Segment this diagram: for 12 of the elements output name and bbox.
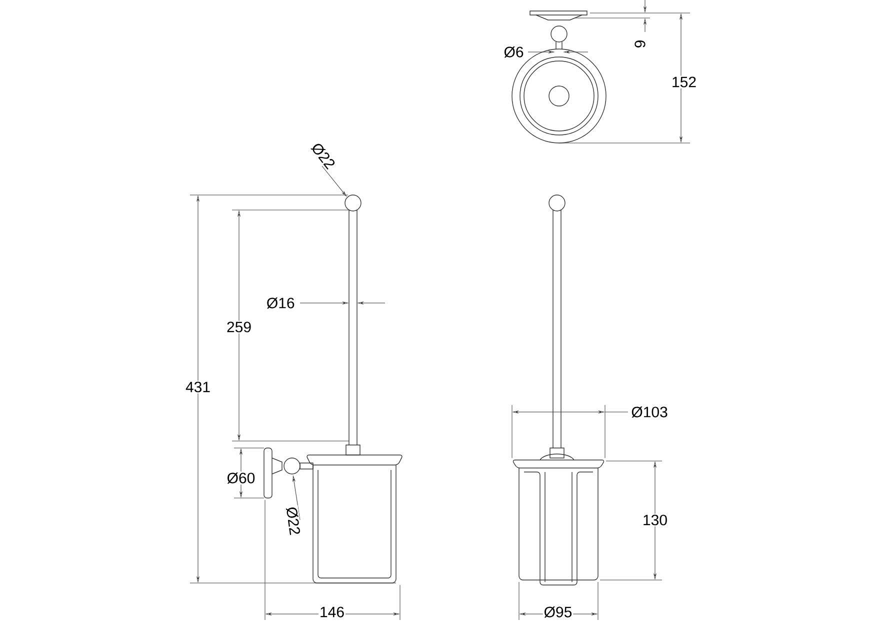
dimension-label: Ø60 xyxy=(226,471,256,485)
dimension-label: 146 xyxy=(318,606,346,618)
dimension-label: 9 xyxy=(634,38,646,50)
dimension-label: 431 xyxy=(184,380,212,394)
dimension-label: 130 xyxy=(642,514,669,526)
dimension-label: Ø22 xyxy=(284,505,302,537)
dimension-label: Ø6 xyxy=(502,45,525,59)
dimension-label: 152 xyxy=(670,76,698,88)
dimension-label: Ø16 xyxy=(265,296,296,310)
dimension-label: Ø103 xyxy=(630,405,669,419)
dimension-label: 259 xyxy=(226,320,253,334)
dimension-label: Ø95 xyxy=(542,605,574,619)
